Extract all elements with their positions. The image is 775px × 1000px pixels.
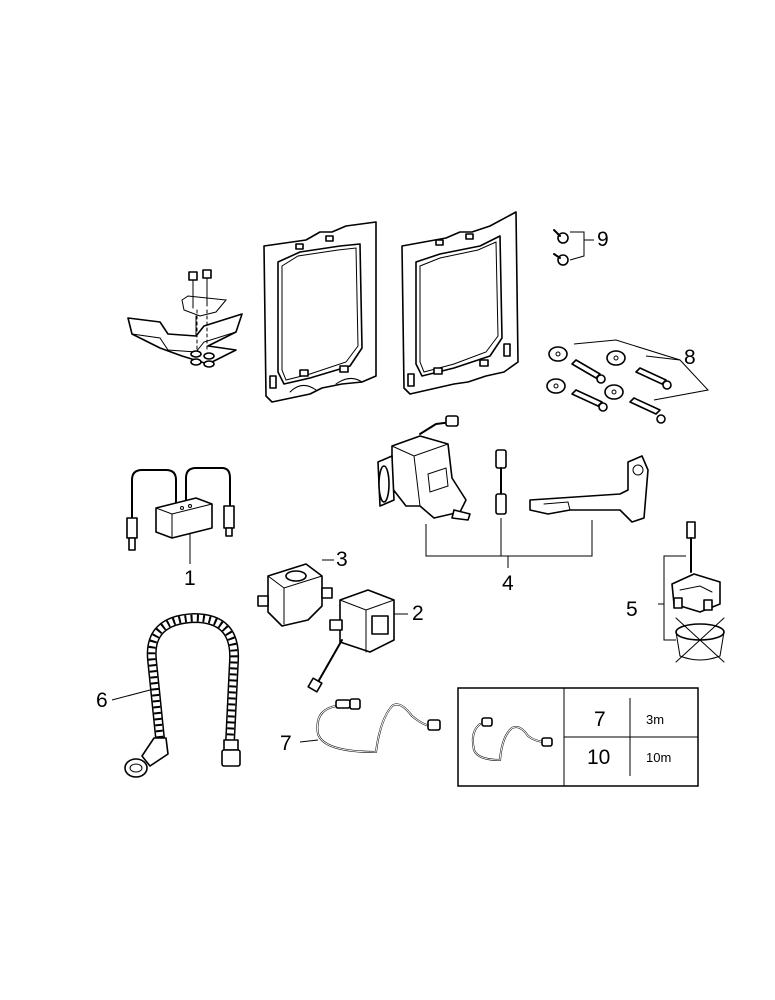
part-1-junction-box xyxy=(126,467,235,564)
callout-2: 2 xyxy=(412,602,424,625)
part-3-mounting-box xyxy=(257,559,334,627)
part-7-extension-cable xyxy=(299,698,441,753)
mounting-frame-left xyxy=(263,221,377,403)
part-9-screws xyxy=(553,229,594,266)
callout-6: 6 xyxy=(96,689,108,712)
table-row-2-number: 10 xyxy=(587,746,610,769)
part-8-washers-and-screws xyxy=(546,339,709,424)
table-row-2-length: 10m xyxy=(646,750,671,765)
part-2-power-supply xyxy=(307,589,408,693)
part-5-retrofit-set xyxy=(658,521,725,663)
table-row-1-number: 7 xyxy=(594,708,606,731)
part-4-valve-assembly xyxy=(377,415,649,568)
mounting-frame-right xyxy=(401,211,519,395)
table-row-1-length: 3m xyxy=(646,712,664,727)
mounting-bracket-with-screws xyxy=(127,269,243,368)
callout-5: 5 xyxy=(626,598,638,621)
callout-9: 9 xyxy=(597,228,609,251)
callout-7: 7 xyxy=(280,732,292,755)
callout-3: 3 xyxy=(336,548,348,571)
callout-1: 1 xyxy=(184,567,196,590)
callout-8: 8 xyxy=(684,346,696,369)
cable-length-table: 7 3m 10 10m xyxy=(457,687,699,787)
callout-4: 4 xyxy=(502,572,514,595)
part-6-braided-hose xyxy=(111,612,241,778)
